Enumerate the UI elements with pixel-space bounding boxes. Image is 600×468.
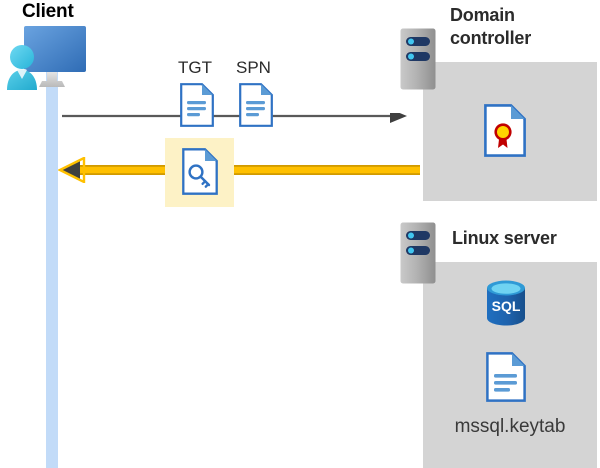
keytab-file-label: mssql.keytab	[454, 416, 566, 437]
spn-document-icon	[239, 83, 273, 127]
tgt-document-icon	[180, 83, 214, 127]
domain-controller-title: Domain controller	[450, 5, 532, 48]
user-at-monitor-icon	[4, 22, 104, 94]
domain-controller-server-icon	[400, 28, 436, 90]
keytab-document-icon	[486, 352, 526, 402]
response-connector-arrow	[57, 156, 420, 184]
request-connector-line	[62, 109, 407, 123]
client-lifeline	[46, 60, 58, 468]
key-document-icon	[182, 148, 218, 195]
spn-label: SPN	[236, 58, 271, 77]
tgt-label: TGT	[178, 58, 212, 77]
sql-database-label: SQL	[492, 298, 521, 314]
linux-server-server-icon	[400, 222, 436, 284]
client-title: Client	[22, 1, 74, 22]
certificate-document-icon	[484, 104, 526, 157]
sql-database-icon: SQL	[484, 279, 528, 327]
linux-server-title: Linux server	[452, 228, 557, 248]
